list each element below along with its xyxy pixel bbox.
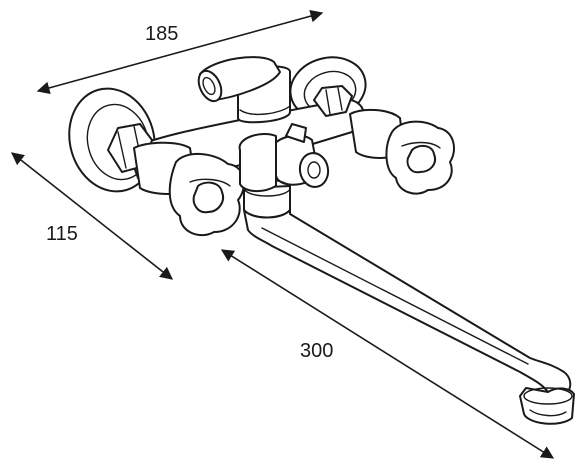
spout-dimension-label: 300 <box>300 340 333 362</box>
dimension-width: 185 <box>36 9 324 95</box>
right-nut <box>313 85 353 117</box>
diverter-switch <box>271 123 330 188</box>
width-dimension-label: 185 <box>145 23 178 45</box>
left-valve-handle <box>133 141 245 237</box>
depth-dimension-label: 115 <box>46 223 78 245</box>
center-block <box>238 132 277 192</box>
faucet-illustration <box>68 56 575 425</box>
dimension-depth: 115 <box>10 152 174 280</box>
long-spout <box>243 209 575 425</box>
right-valve-handle <box>349 108 455 195</box>
dimension-spout: 300 <box>220 249 555 459</box>
shower-outlet <box>197 56 291 124</box>
